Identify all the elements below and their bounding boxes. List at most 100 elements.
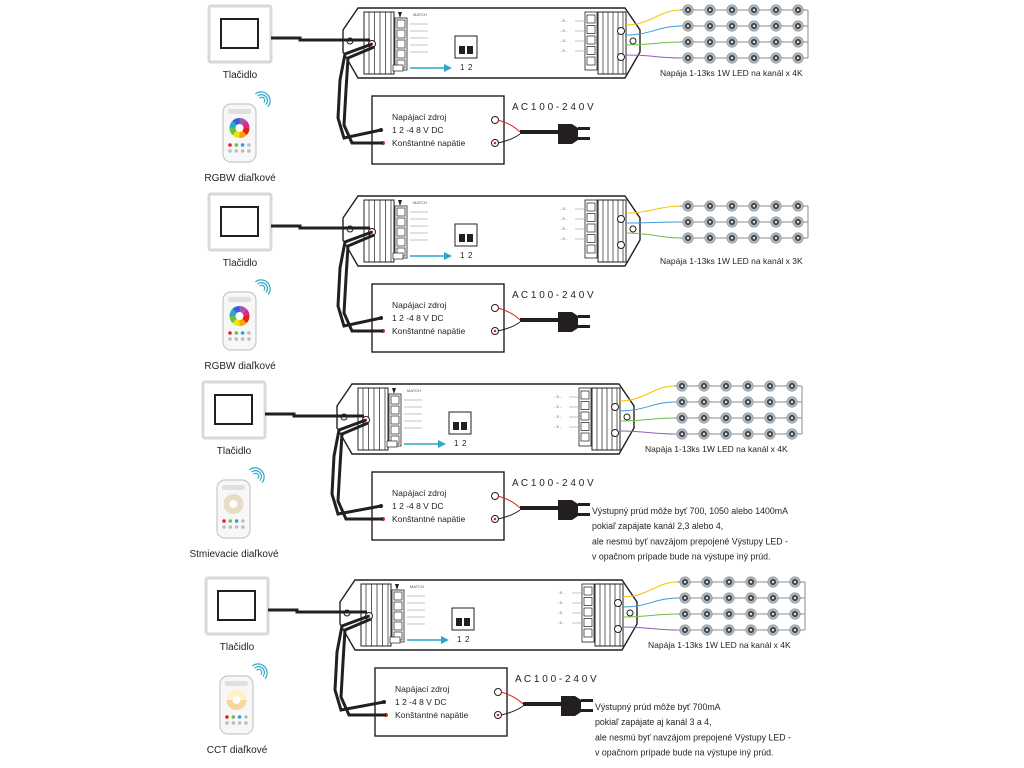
match-label: MATCH [413,12,427,17]
led-array [619,380,803,440]
led-chip-lens [708,8,712,12]
input-screw [390,405,400,415]
led-chip-lens [774,220,778,224]
output-screw [586,244,596,254]
remote-control-icon [216,479,251,539]
dip-switch-body [451,607,475,631]
led-chip-lens [790,384,794,388]
output-terminal-dot [614,625,622,633]
led-chip-lens [727,628,731,632]
led-chip-lens [774,56,778,60]
plug-body [558,124,578,144]
output-silk: - 5 - [554,424,562,429]
led-array [625,200,809,244]
input-screw [396,19,406,29]
output-screw [580,432,590,442]
led-chip-lens [730,204,734,208]
dc-wire-positive [342,233,383,333]
ac-wire-line [497,495,521,509]
match-label: MATCH [410,584,424,589]
led-chip-lens [796,24,800,28]
led-chip-lens [705,612,709,616]
dip-label-1: 1 [460,251,465,260]
remote-button [228,149,232,153]
cct-wheel-warm [226,690,247,700]
wireless-signal-icon [255,279,271,295]
dc-wire-negative [330,418,382,516]
led-chip-lens [724,400,728,404]
push-switch-port [389,636,401,644]
mounting-hole [629,37,637,45]
led-chip-lens [705,628,709,632]
signal-arc [252,663,268,679]
led-chip-lens [768,384,772,388]
signal-arc [257,282,268,293]
psu-ac-terminal-red [493,329,497,333]
output-screw [583,586,593,596]
remote-button [231,715,236,719]
ac-wire-line [500,691,524,705]
plug-prong [578,513,590,516]
wheel-center [229,500,238,508]
push-switch-port [392,252,404,260]
input-screw [393,621,403,631]
led-chip-lens [793,596,797,600]
push-switch-port [386,440,398,448]
led-chip-lens [724,416,728,420]
led-chip-lens [796,220,800,224]
led-chip-lens [683,580,687,584]
led-row-wire [625,221,681,224]
signal-arc [249,467,265,483]
power-supply-box [371,471,505,541]
dip-label-2: 2 [468,63,473,72]
output-silk: - 5 - [560,28,568,33]
led-chip-lens [790,432,794,436]
dip-switch-1-knob [453,416,459,422]
led-chip-lens [774,236,778,240]
led-chip-lens [774,40,778,44]
output-screw [586,234,596,243]
ac-plug-icon [520,124,590,144]
led-chip-lens [793,580,797,584]
dc-wire-positive [339,617,386,717]
switch-label: Tlačidlo [223,258,258,269]
output-screw [586,202,596,212]
output-current-note: pokiaľ zapájate kanál 2,3 alebo 4, [592,521,723,531]
dip-switch-body [454,223,478,247]
plug-body [558,312,578,332]
output-screw [580,422,590,431]
remote-button [231,721,236,725]
wheel-center [235,124,244,132]
led-chip-lens [708,236,712,240]
arrow-to-dip-head [444,252,452,260]
led-chip-lens [705,596,709,600]
dip-switch-1-knob [459,228,465,234]
led-count-label: Napája 1-13ks 1W LED na kanál x 4K [648,640,791,650]
led-chip-lens [708,220,712,224]
psu-title: Napájací zdroj [392,300,446,310]
dip-switch-2 [467,40,473,54]
match-key-icon [392,388,396,394]
led-chip-lens [749,612,753,616]
ac-voltage-label: A C 1 0 0 - 2 4 0 V [512,478,594,489]
psu-voltage: 1 2 -4 8 V DC [392,125,444,135]
dip-switch-1 [459,228,465,242]
output-screw [583,597,593,606]
led-chip-lens [686,24,690,28]
output-silk: - 5 - [557,610,565,615]
dc-wire-negative [333,614,385,712]
dip-switch-2-knob [464,612,470,618]
psu-title: Napájací zdroj [392,488,446,498]
led-chip-lens [708,204,712,208]
ac-wire-neutral [497,133,521,144]
led-chip-lens [752,220,756,224]
output-silk: - 5 - [557,590,565,595]
match-label: MATCH [413,200,427,205]
led-chip-lens [730,56,734,60]
led-chip-lens [752,24,756,28]
led-row-wire [622,597,678,608]
led-chip-lens [774,204,778,208]
